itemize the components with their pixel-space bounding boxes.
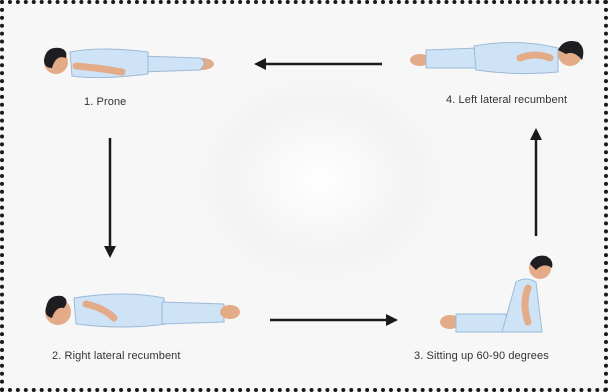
arrow-2-to-3 bbox=[266, 312, 402, 328]
left-lateral-figure bbox=[408, 32, 588, 82]
sitting-figure bbox=[436, 252, 566, 338]
blurred-region bbox=[200, 80, 440, 280]
label-prone: 1. Prone bbox=[84, 96, 126, 108]
right-lateral-figure bbox=[34, 284, 244, 338]
arrow-4-to-1 bbox=[250, 56, 390, 72]
arrow-1-to-2 bbox=[102, 136, 118, 262]
label-right-lateral: 2. Right lateral recumbent bbox=[52, 350, 181, 362]
prone-figure bbox=[30, 38, 220, 88]
label-sitting: 3. Sitting up 60-90 degrees bbox=[414, 350, 549, 362]
arrow-3-to-4 bbox=[528, 124, 544, 238]
label-left-lateral: 4. Left lateral recumbent bbox=[446, 94, 567, 106]
